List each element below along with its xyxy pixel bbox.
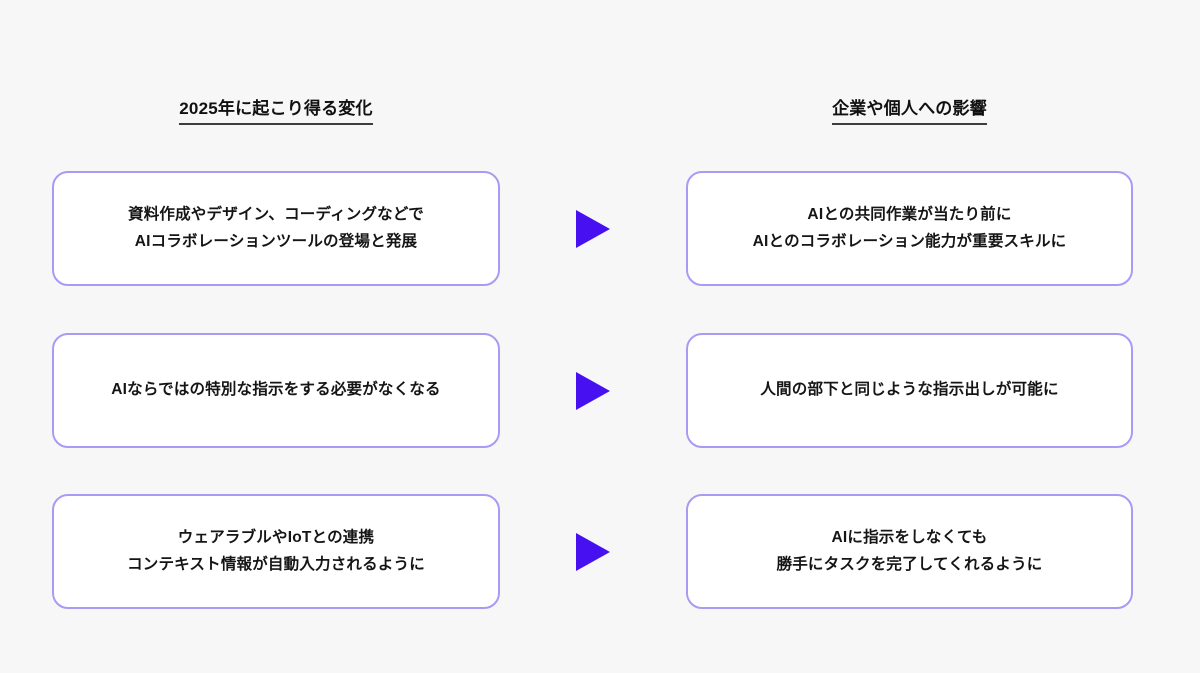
diagram-row: AIならではの特別な指示をする必要がなくなる 人間の部下と同じような指示出しが可… xyxy=(0,333,1200,448)
change-card-1[interactable]: 資料作成やデザイン、コーディングなどで AIコラボレーションツールの登場と発展 xyxy=(52,171,500,286)
diagram-row: ウェアラブルやIoTとの連携 コンテキスト情報が自動入力されるように AIに指示… xyxy=(0,494,1200,609)
triangle-right-icon xyxy=(574,209,612,249)
column-header-left: 2025年に起こり得る変化 xyxy=(52,94,500,125)
change-card-1-text: 資料作成やデザイン、コーディングなどで AIコラボレーションツールの登場と発展 xyxy=(128,205,424,250)
change-card-2[interactable]: AIならではの特別な指示をする必要がなくなる xyxy=(52,333,500,448)
impact-card-3-text: AIに指示をしなくても 勝手にタスクを完了してくれるように xyxy=(776,528,1043,573)
diagram-row: 資料作成やデザイン、コーディングなどで AIコラボレーションツールの登場と発展 … xyxy=(0,171,1200,286)
triangle-right-icon xyxy=(574,371,612,411)
triangle-right-icon xyxy=(574,532,612,572)
column-header-right-label: 企業や個人への影響 xyxy=(832,94,987,125)
impact-card-2[interactable]: 人間の部下と同じような指示出しが可能に xyxy=(686,333,1133,448)
change-card-2-text: AIならではの特別な指示をする必要がなくなる xyxy=(111,381,441,399)
impact-card-1[interactable]: AIとの共同作業が当たり前に AIとのコラボレーション能力が重要スキルに xyxy=(686,171,1133,286)
impact-card-2-text: 人間の部下と同じような指示出しが可能に xyxy=(760,381,1059,399)
impact-card-1-text: AIとの共同作業が当たり前に AIとのコラボレーション能力が重要スキルに xyxy=(752,205,1067,250)
change-card-3-text: ウェアラブルやIoTとの連携 コンテキスト情報が自動入力されるように xyxy=(127,528,425,573)
impact-card-3[interactable]: AIに指示をしなくても 勝手にタスクを完了してくれるように xyxy=(686,494,1133,609)
change-card-3[interactable]: ウェアラブルやIoTとの連携 コンテキスト情報が自動入力されるように xyxy=(52,494,500,609)
column-header-left-label: 2025年に起こり得る変化 xyxy=(179,94,373,125)
column-header-right: 企業や個人への影響 xyxy=(686,94,1133,125)
